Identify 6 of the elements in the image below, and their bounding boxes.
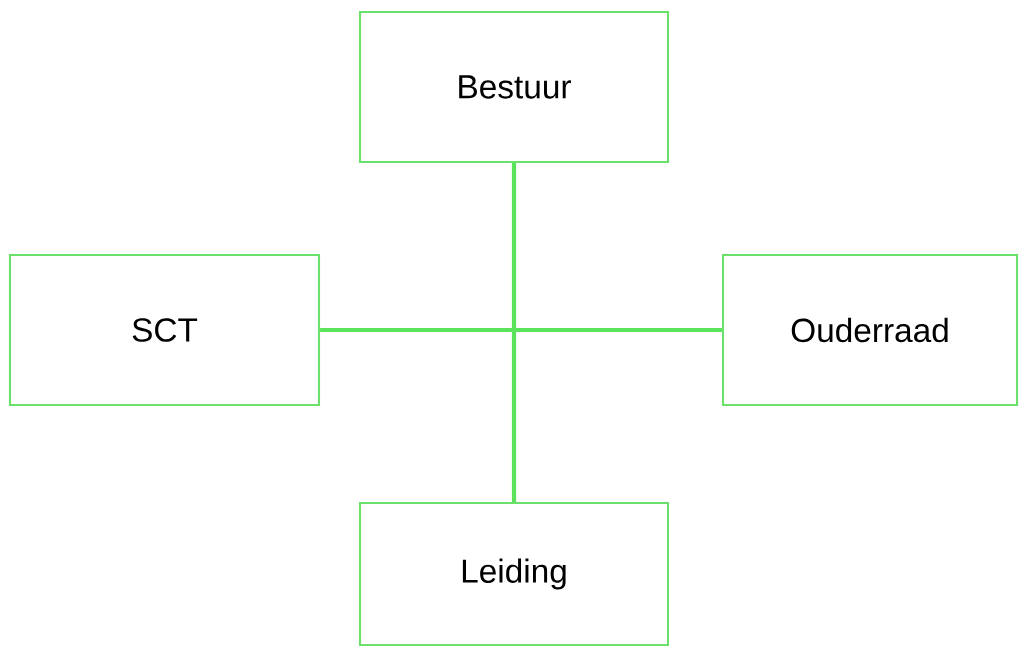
org-box: Bestuur (358, 10, 670, 164)
connector-line (320, 327, 722, 333)
connector-line (511, 163, 517, 502)
org-box: Leiding (358, 501, 670, 647)
org-box: Ouderraad (721, 253, 1019, 407)
org-box: SCT (8, 253, 321, 407)
